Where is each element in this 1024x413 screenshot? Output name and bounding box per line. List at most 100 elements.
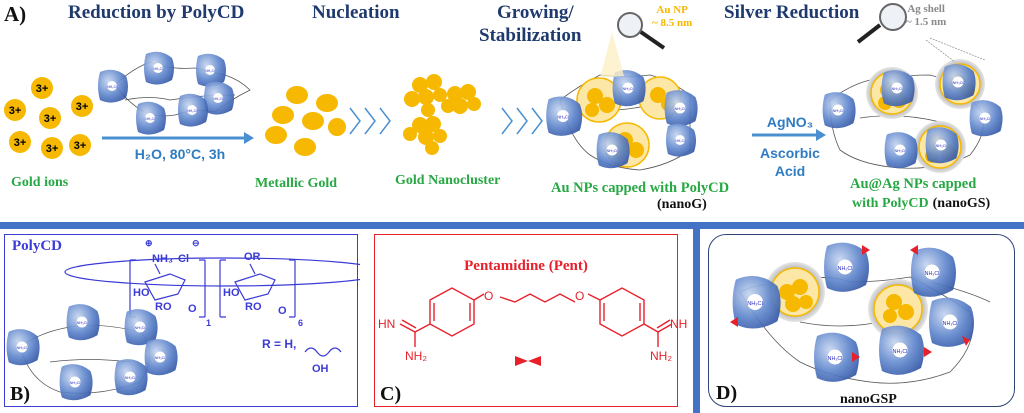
pentamidine-marker-icon	[730, 245, 970, 362]
panel-b-label: B)	[10, 383, 30, 405]
cyclodextrin-icon	[881, 70, 915, 107]
stage-title-reduction: Reduction by PolyCD	[68, 2, 245, 23]
oh-label: OH	[312, 363, 329, 375]
stage-title-stabilization: Stabilization	[479, 25, 582, 46]
svg-text:3+: 3+	[9, 105, 22, 117]
polycd-structure: NH₃ Cl ⊕ ⊖ OR HO HO RO RO O O 1 6 R = H,…	[6, 238, 360, 401]
callout-ag-shell-title: Ag shell	[907, 3, 945, 15]
cyclodextrin-icon	[884, 132, 918, 169]
cyclodextrin-icon	[664, 90, 698, 127]
ro-label: RO	[245, 301, 262, 313]
callout-au-np-title: Au NP	[656, 4, 688, 16]
amine-nh2: NH₂	[650, 349, 672, 363]
panel-c-title: Pentamidine (Pent)	[464, 258, 588, 274]
cyclodextrin-icon	[66, 304, 100, 341]
gold-ion: 3+	[9, 131, 31, 153]
panel-b-title: PolyCD	[12, 238, 62, 254]
cyclodextrin-icon	[666, 123, 696, 157]
svg-text:3+: 3+	[74, 140, 87, 152]
cyclodextrin-icon	[144, 339, 178, 376]
panel-d-frame	[708, 234, 1015, 407]
gold-ion: 3+	[41, 137, 63, 159]
svg-text:3+: 3+	[76, 101, 89, 113]
vertical-divider	[693, 222, 700, 413]
cyclodextrin-icon	[196, 53, 226, 87]
or-label: OR	[244, 251, 261, 263]
ether-oxygen: O	[575, 289, 584, 303]
gold-ion: 3+	[71, 95, 93, 117]
stage-title-silver-reduction: Silver Reduction	[724, 2, 860, 23]
chevrons-icon	[349, 107, 391, 135]
svg-text:⊖: ⊖	[192, 238, 200, 248]
panel-c-label: C)	[380, 383, 402, 405]
gold-ion: 3+	[31, 77, 53, 99]
panel-b-frame	[4, 234, 358, 407]
callout-ag-shell: Ag shell ~ 1.5 nm	[906, 3, 946, 29]
callout-au-np-size: ~ 8.5 nm	[652, 17, 693, 29]
imine-nh: NH	[670, 317, 687, 331]
svg-text:⊕: ⊕	[145, 238, 153, 248]
r-definition: R = H,	[262, 337, 296, 351]
ether-oxygen: O	[484, 289, 493, 303]
label-nanogs: (nanoGS)	[932, 196, 991, 211]
svg-text:3+: 3+	[14, 137, 27, 149]
svg-text:3+: 3+	[36, 83, 49, 95]
nanogs-particle-group	[822, 37, 1003, 173]
cyclodextrin-icon	[136, 101, 166, 135]
callout-au-np: Au NP ~ 8.5 nm	[652, 4, 692, 30]
gold-ion: 3+	[4, 99, 26, 121]
nanog-particle-group	[546, 32, 698, 171]
label-nanog: (nanoG)	[657, 197, 707, 212]
subscript-1: 1	[206, 318, 211, 328]
reaction-condition-acid: Acid	[774, 163, 806, 179]
pentamidine-symbol-icon	[515, 356, 541, 366]
label-au-nps: Au NPs capped with PolyCD	[551, 180, 730, 196]
reaction-arrow-2	[752, 129, 826, 141]
cyclodextrin-icon	[114, 359, 148, 396]
panel-c-frame	[374, 234, 678, 407]
cyclodextrin-icon	[879, 325, 924, 375]
subscript-6: 6	[298, 318, 303, 328]
cyclodextrin-icon	[144, 51, 174, 85]
svg-text:3+: 3+	[46, 143, 59, 155]
label-metallic-gold: Metallic Gold	[255, 176, 338, 191]
stage-title-nucleation: Nucleation	[312, 2, 400, 23]
ho-label: HO	[223, 287, 240, 299]
cyclodextrin-icon	[822, 92, 856, 129]
panel-a-label: A)	[4, 2, 27, 26]
amine-nh2: NH₂	[405, 349, 427, 363]
gold-ion: 3+	[69, 134, 91, 156]
panel-d-title: nanoGSP	[840, 392, 897, 407]
reaction-arrow-1	[102, 132, 254, 144]
cyclodextrin-icon	[732, 276, 781, 329]
reaction-condition-heat: H₂O, 80°C, 3h	[134, 146, 226, 162]
o-label: O	[278, 305, 287, 317]
cyclodextrin-icon	[925, 127, 959, 164]
imine-hn: HN	[378, 317, 395, 331]
o-label: O	[188, 303, 197, 315]
gold-ion: 3+	[39, 107, 61, 129]
pentamidine-structure: O O HN NH NH₂ NH₂	[378, 287, 687, 366]
magnifier-icon	[856, 3, 907, 44]
cyclodextrin-icon	[911, 247, 956, 297]
cyclodextrin-icon	[596, 132, 630, 169]
cyclodextrin-icon	[178, 93, 208, 127]
gold-ions-group: 3+ 3+ 3+ 3+ 3+ 3+ 3+	[4, 77, 93, 159]
ho-label: HO	[133, 287, 150, 299]
label-gold-nanocluster: Gold Nanocluster	[395, 173, 501, 188]
cyclodextrin-icon	[6, 329, 40, 366]
cyclodextrin-icon	[98, 69, 128, 103]
cyclodextrin-icon	[969, 100, 1003, 137]
callout-ag-shell-size: ~ 1.5 nm	[906, 16, 947, 28]
nanogsp-illustration	[730, 242, 991, 384]
gold-nanocluster-group	[403, 74, 481, 155]
label-gold-ions: Gold ions	[11, 175, 69, 190]
label-with-polycd: with PolyCD	[852, 196, 929, 211]
magnifier-icon	[617, 12, 666, 50]
metallic-gold-group	[265, 86, 346, 156]
cyclodextrin-icon	[59, 364, 93, 401]
svg-text:3+: 3+	[44, 113, 57, 125]
ammonium-label: NH₃	[152, 253, 173, 265]
label-auag-line2: with PolyCD (nanoGS)	[852, 194, 990, 212]
ro-label: RO	[155, 301, 172, 313]
